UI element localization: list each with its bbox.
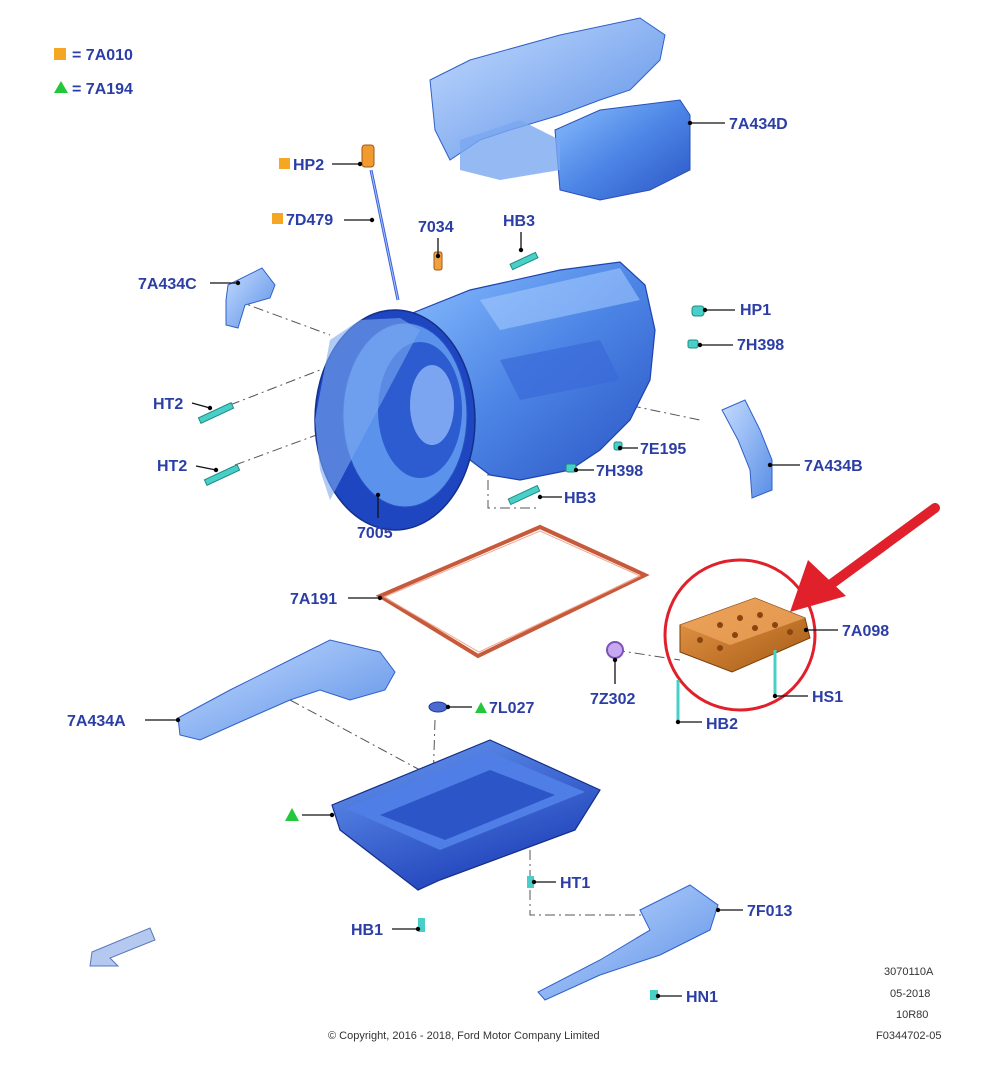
part-7a434d-shield [429, 17, 691, 201]
label-7l027: 7L027 [489, 700, 534, 717]
legend-text-7a010: = 7A010 [72, 47, 133, 64]
part-hp2-plug [361, 144, 375, 168]
bolt-hb3-top-icon [509, 251, 539, 271]
label-7a098: 7A098 [842, 623, 889, 640]
footer: © Copyright, 2016 - 2018, Ford Motor Com… [328, 966, 941, 1042]
label-hn1: HN1 [686, 989, 718, 1006]
part-labels: HP2 7D479 7034 HB3 7A434D 7A434C HP1 7H3… [67, 116, 889, 1006]
label-7f013: 7F013 [747, 903, 792, 920]
highlight-circle [663, 558, 817, 712]
label-7h398-top: 7H398 [737, 337, 784, 354]
bolt-ht2-a-icon [197, 402, 235, 424]
label-7a434d: 7A434D [729, 116, 788, 133]
legend: = 7A010 = 7A194 [54, 47, 133, 98]
label-hb3-mid: HB3 [564, 490, 596, 507]
label-7e195: 7E195 [640, 441, 686, 458]
part-7a098-valve-body [663, 558, 817, 712]
figure-code-4: F0344702-05 [876, 1030, 941, 1042]
part-7z302-clip [606, 641, 624, 659]
label-7a191: 7A191 [290, 591, 337, 608]
bolt-hb3-mid-icon [507, 484, 541, 506]
part-oil-pan [331, 739, 601, 891]
copyright-text: © Copyright, 2016 - 2018, Ford Motor Com… [328, 1030, 600, 1042]
part-7a434a-shield [177, 639, 396, 741]
label-7a434b: 7A434B [804, 458, 863, 475]
bolt-ht2-b-icon [203, 464, 241, 486]
label-hb1: HB1 [351, 922, 383, 939]
figure-code-2: 05-2018 [890, 988, 930, 1000]
part-7a191-gasket [375, 524, 650, 659]
part-7a434b-shield [721, 399, 773, 499]
legend-square-icon [54, 48, 66, 60]
label-ht2-b: HT2 [157, 458, 187, 475]
figure-code-3: 10R80 [896, 1009, 928, 1021]
label-7005: 7005 [357, 525, 393, 542]
front-direction-arrow-icon [89, 927, 156, 967]
label-ht2-a: HT2 [153, 396, 183, 413]
label-7z302: 7Z302 [590, 691, 635, 708]
label-ht1: HT1 [560, 875, 590, 892]
label-7a434c: 7A434C [138, 276, 197, 293]
leader-lines [145, 120, 838, 999]
bolt-ht1-icon [527, 876, 534, 888]
label-7034: 7034 [418, 219, 454, 236]
legend-text-7a194: = 7A194 [72, 81, 133, 98]
label-7d479: 7D479 [286, 212, 333, 229]
figure-code-1: 3070110A [884, 966, 934, 978]
label-hp2: HP2 [293, 157, 324, 174]
part-7a434c-shield [225, 267, 276, 329]
label-hb3-top: HB3 [503, 213, 535, 230]
7d479-square-icon [272, 213, 283, 224]
label-hs1: HS1 [812, 689, 843, 706]
label-7h398-mid: 7H398 [596, 463, 643, 480]
bolt-hb1-icon [418, 918, 425, 932]
pan-triangle-icon [285, 808, 299, 821]
fitting-7h398-top-icon [687, 339, 699, 349]
legend-triangle-icon [54, 81, 68, 93]
7l027-triangle-icon [475, 702, 487, 713]
part-7l027-plug [428, 701, 448, 713]
part-7005-transmission-case [314, 261, 656, 531]
label-hp1: HP1 [740, 302, 771, 319]
label-hb2: HB2 [706, 716, 738, 733]
highlight-arrow-icon [790, 503, 940, 612]
hp2-square-icon [279, 158, 290, 169]
part-7f013-shield [537, 884, 719, 1001]
label-7a434a: 7A434A [67, 713, 126, 730]
bolt-hn1-icon [650, 990, 658, 1000]
bolts [197, 251, 705, 506]
fitting-hp1-icon [691, 305, 705, 317]
